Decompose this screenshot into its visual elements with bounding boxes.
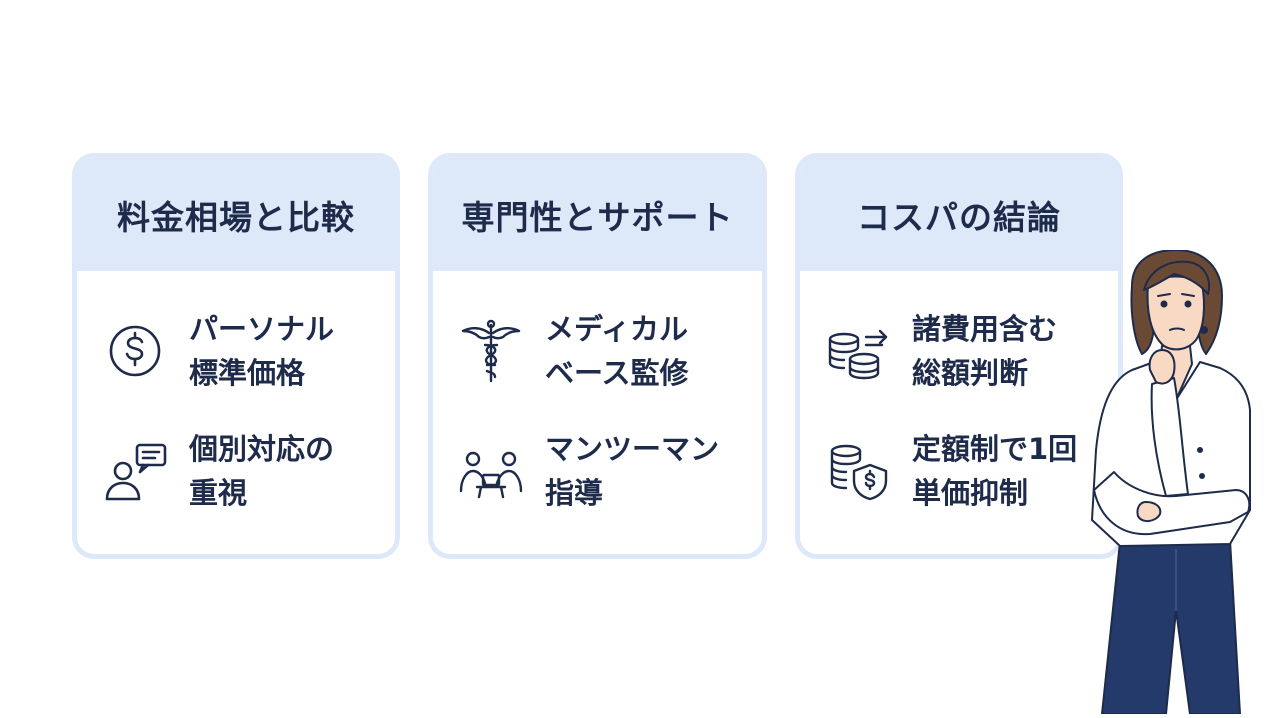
card-title: 専門性とサポート bbox=[433, 158, 762, 271]
card-expertise: 専門性とサポート メディカル ベース監修 bbox=[428, 153, 767, 559]
list-item: パーソナル 標準価格 bbox=[77, 299, 395, 403]
item-line2: 指導 bbox=[545, 476, 604, 510]
item-line1: メディカル bbox=[545, 312, 688, 346]
list-item: 定額制で1回 単価抑制 bbox=[800, 419, 1118, 523]
one-on-one-meeting-icon bbox=[455, 435, 527, 507]
list-item: 個別対応の 重視 bbox=[77, 419, 395, 523]
item-line2: 総額判断 bbox=[912, 356, 1029, 390]
coins-shield-icon bbox=[822, 435, 894, 507]
caduceus-icon bbox=[455, 315, 527, 387]
item-line1: 定額制で1回 bbox=[912, 432, 1078, 466]
list-item: 諸費用含む 総額判断 bbox=[800, 299, 1118, 403]
item-line1: 諸費用含む bbox=[912, 312, 1058, 346]
item-line2: 単価抑制 bbox=[912, 476, 1029, 510]
item-line2: ベース監修 bbox=[545, 356, 689, 390]
item-line2: 標準価格 bbox=[189, 356, 306, 390]
card-pricing: 料金相場と比較 パーソナル 標準価格 bbox=[72, 153, 400, 559]
list-item: メディカル ベース監修 bbox=[433, 299, 762, 403]
card-title: コスパの結論 bbox=[800, 158, 1118, 271]
card-title: 料金相場と比較 bbox=[77, 158, 395, 271]
thinking-woman-illustration bbox=[1080, 249, 1270, 715]
dollar-circle-icon bbox=[99, 315, 171, 387]
card-cost-performance: コスパの結論 諸費用含む 総額判断 bbox=[795, 153, 1123, 559]
item-line1: 個別対応の bbox=[189, 432, 335, 466]
item-line2: 重視 bbox=[189, 476, 248, 510]
item-line1: マンツーマン bbox=[545, 432, 720, 466]
item-line1: パーソナル bbox=[189, 312, 335, 346]
list-item: マンツーマン 指導 bbox=[433, 419, 762, 523]
coins-arrow-icon bbox=[822, 315, 894, 387]
person-speech-bubble-icon bbox=[99, 435, 171, 507]
